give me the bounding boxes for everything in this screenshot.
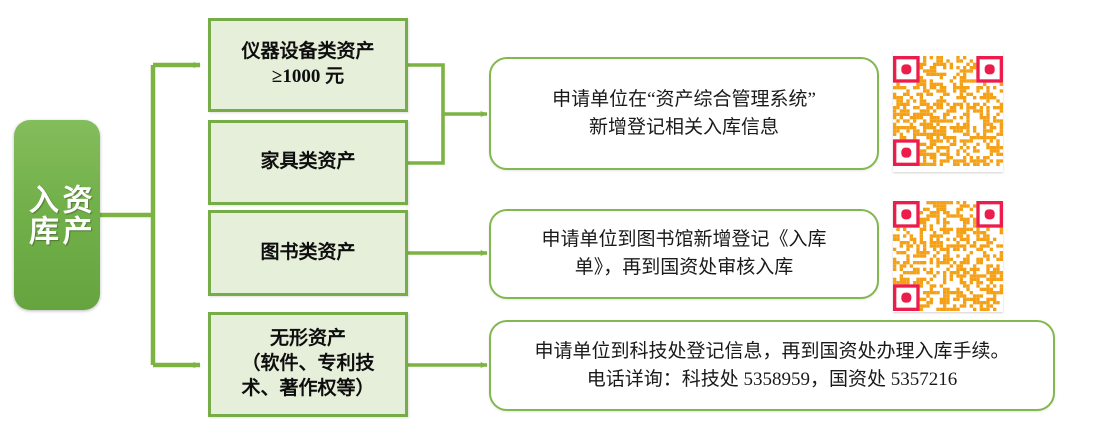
category-label-books: 图书类资产 — [260, 241, 356, 263]
qr-code-asset-system[interactable] — [893, 50, 1003, 172]
action-box-library[interactable]: 申请单位到图书馆新增登记《入库 单》，再到国资处审核入库 — [489, 209, 879, 299]
start-node-label: 资产 入库 — [24, 184, 91, 246]
action-label-library: 申请单位到图书馆新增登记《入库 单》，再到国资处审核入库 — [541, 229, 827, 278]
category-box-equipment[interactable]: 仪器设备类资产 ≥1000 元 — [208, 18, 408, 112]
action-box-tech-office[interactable]: 申请单位到科技处登记信息，再到国资处办理入库手续。 电话详询：科技处 53589… — [489, 320, 1055, 411]
category-box-books[interactable]: 图书类资产 — [208, 210, 408, 296]
category-box-furniture[interactable]: 家具类资产 — [208, 120, 408, 205]
category-box-intangible[interactable]: 无形资产 （软件、专利技 术、著作权等） — [208, 312, 408, 417]
category-label-furniture: 家具类资产 — [260, 151, 356, 173]
qr-code-library[interactable] — [893, 200, 1003, 312]
action-label-asset-system: 申请单位在“资产综合管理系统” 新增登记相关入库信息 — [552, 88, 816, 138]
start-node-asset-intake[interactable]: 资产 入库 — [14, 120, 100, 310]
category-label-intangible: 无形资产 （软件、专利技 术、著作权等） — [241, 328, 375, 399]
action-label-tech-office: 申请单位到科技处登记信息，再到国资处办理入库手续。 电话详询：科技处 53589… — [534, 340, 1010, 390]
category-label-equipment: 仪器设备类资产 ≥1000 元 — [241, 41, 375, 87]
qr-code-asset-system-image — [893, 55, 1003, 167]
wire-merge-equipment-furniture — [408, 63, 445, 165]
qr-code-library-image — [893, 201, 1003, 311]
action-box-asset-system[interactable]: 申请单位在“资产综合管理系统” 新增登记相关入库信息 — [489, 57, 879, 170]
